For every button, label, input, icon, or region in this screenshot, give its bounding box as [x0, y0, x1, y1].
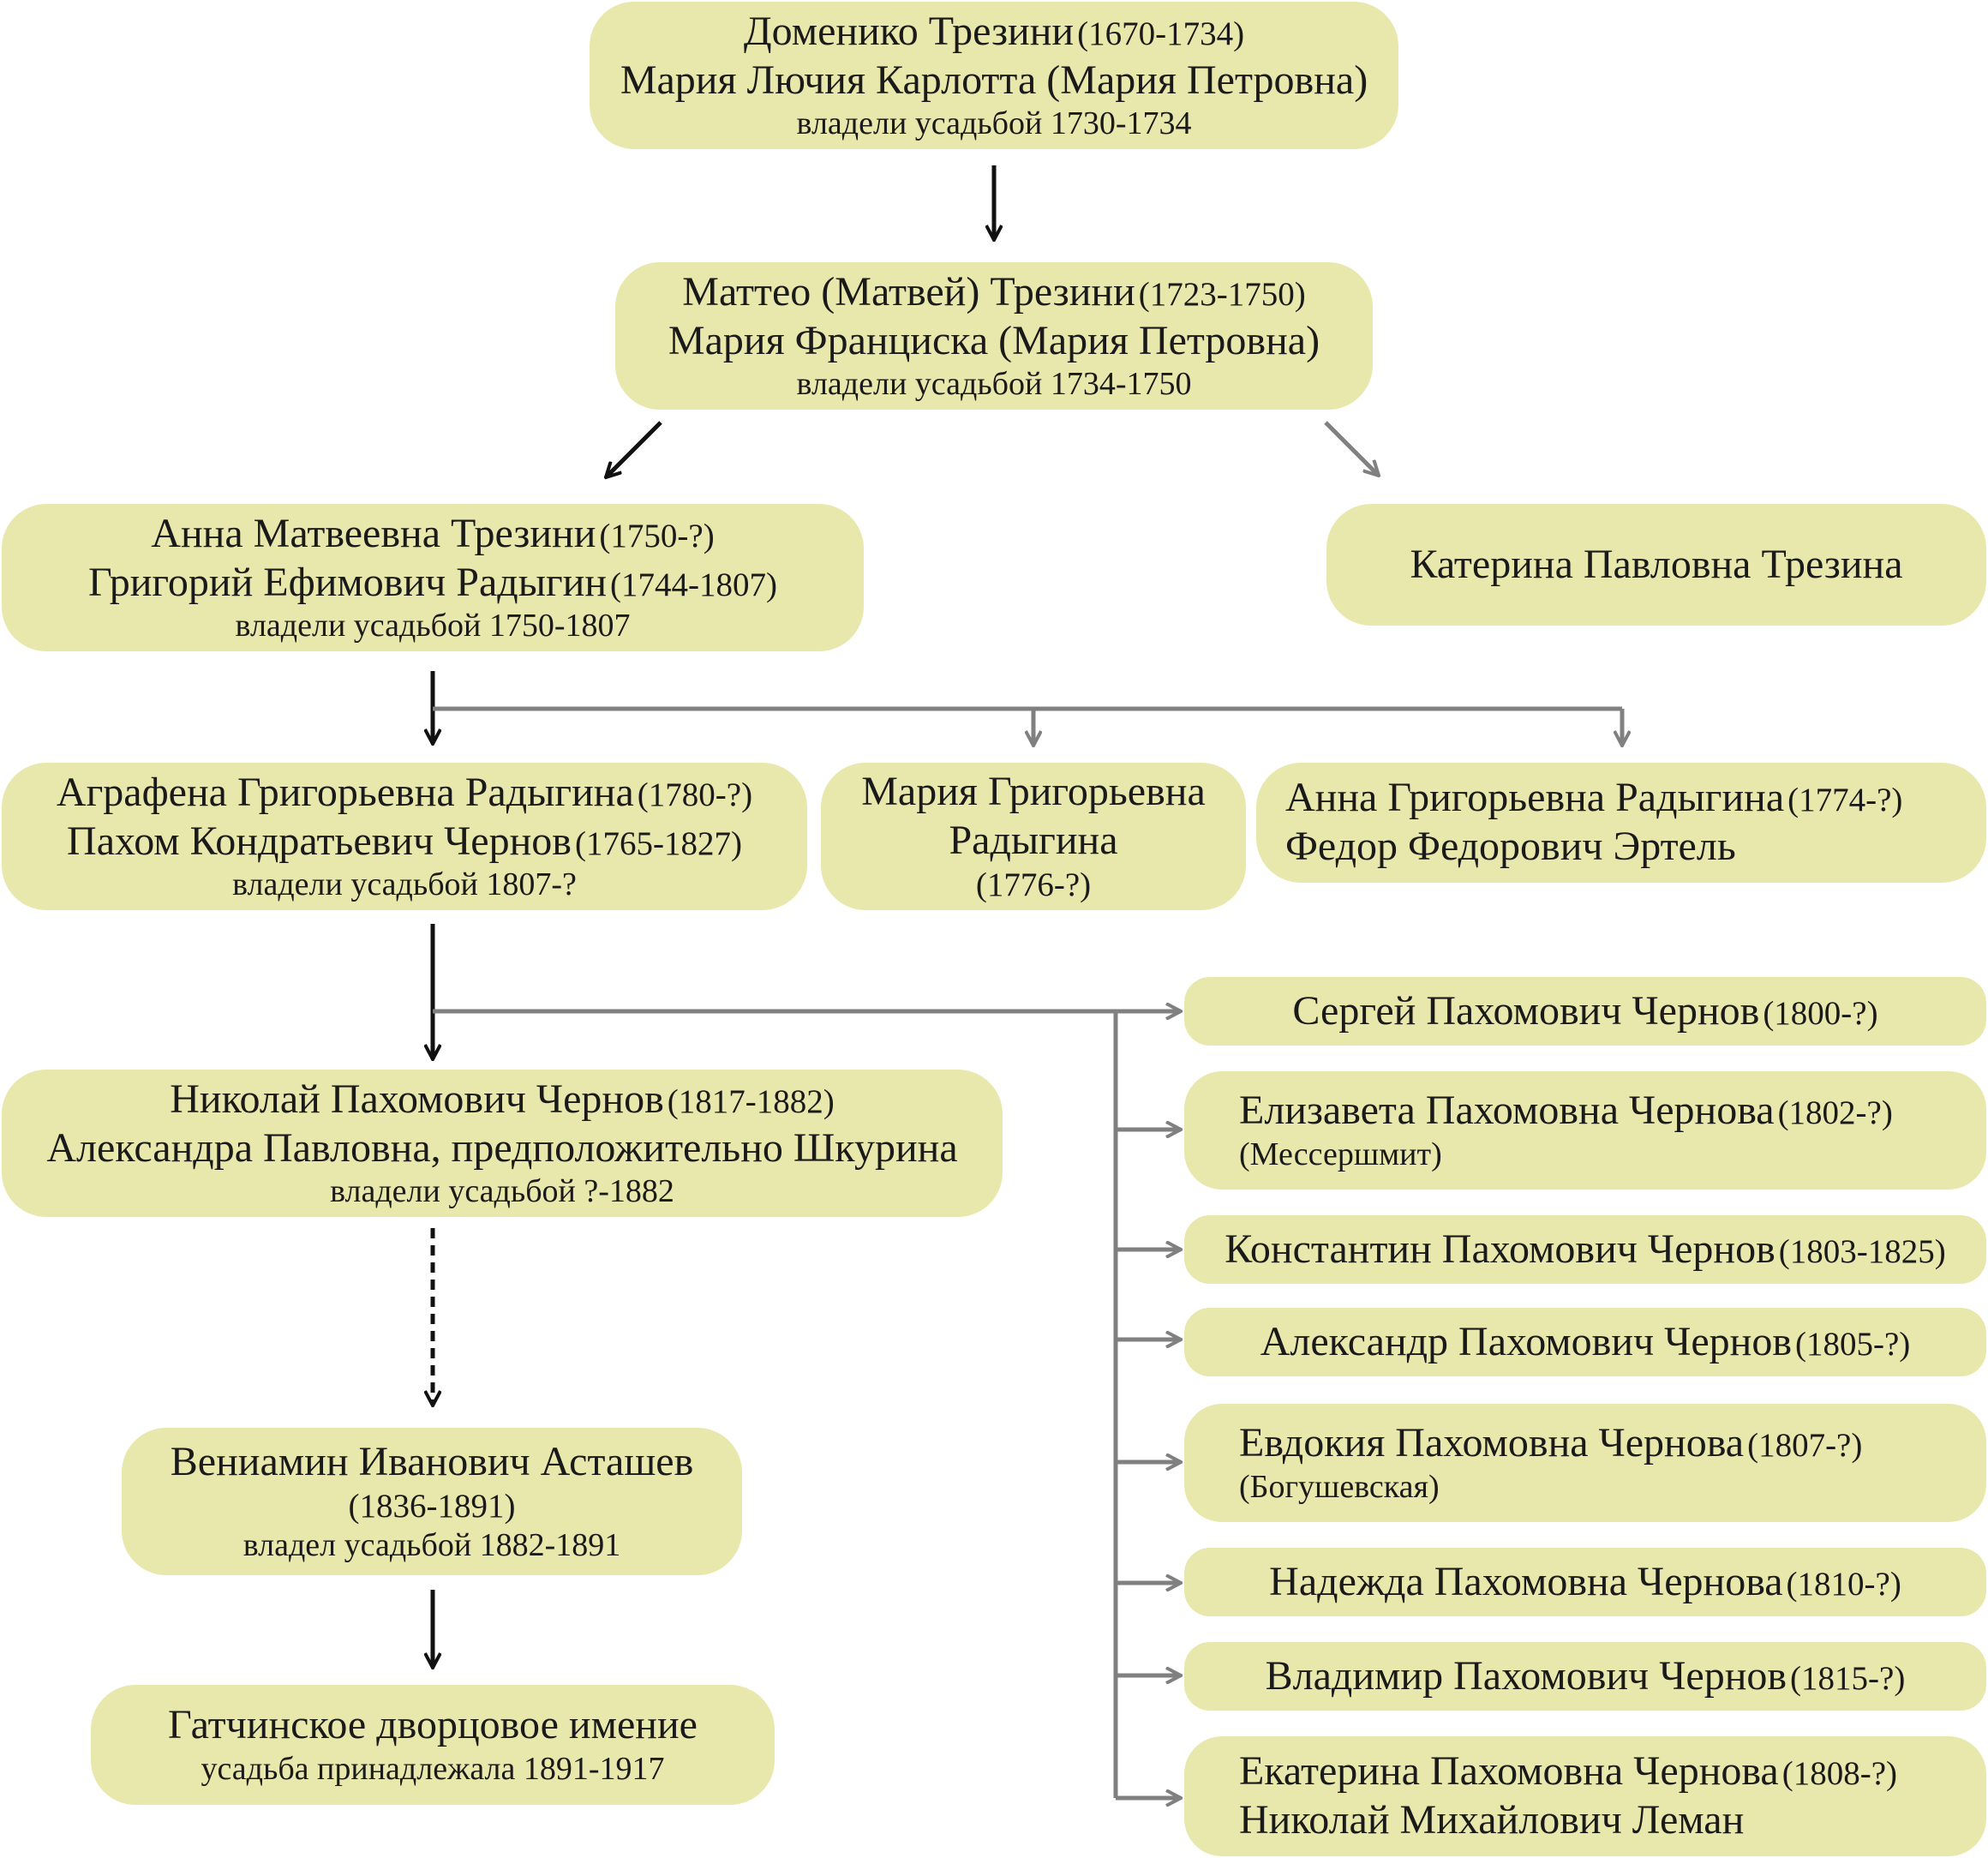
- ownership-note: владели усадьбой ?-1882: [330, 1173, 674, 1210]
- node-ekaterina-chernova: Екатерина Пахомовна Чернова (1808-?) Ник…: [1184, 1736, 1986, 1856]
- node-line: Григорий Ефимович Радыгин (1744-1807): [88, 559, 777, 608]
- spouse-name: Федор Федорович Эртель: [1285, 824, 1736, 869]
- arrow-matteo-to-katerina: [1324, 421, 1379, 476]
- spouse-years: (1765-1827): [574, 824, 742, 862]
- life-years: (1815-?): [1790, 1659, 1906, 1697]
- ownership-note: владели усадьбой 1730-1734: [796, 105, 1192, 142]
- spouse-years: (1744-1807): [610, 566, 777, 603]
- life-years: (1776-?): [975, 866, 1092, 903]
- life-years: (1817-1882): [667, 1082, 835, 1120]
- node-nikolai-chernov: Николай Пахомович Чернов (1817-1882) Але…: [2, 1070, 1003, 1217]
- node-line: Маттео (Матвей) Трезини (1723-1750): [682, 268, 1305, 317]
- person-name: Анна Матвеевна Трезини: [151, 510, 596, 556]
- node-line: Константин Пахомович Чернов (1803-1825): [1225, 1226, 1945, 1274]
- node-katerina-trezina: Катерина Павловна Трезина: [1326, 504, 1986, 626]
- person-name: Николай Пахомович Чернов: [170, 1076, 664, 1122]
- ownership-note: владели усадьбой 1807-?: [232, 866, 577, 903]
- ownership-note: владели усадьбой 1750-1807: [235, 608, 631, 644]
- life-years: (1780-?): [637, 776, 753, 813]
- node-aleksandr-chernov: Александр Пахомович Чернов (1805-?): [1184, 1308, 1986, 1376]
- person-name: Елизавета Пахомовна Чернова: [1239, 1088, 1775, 1134]
- life-years: (1670-1734): [1077, 15, 1245, 52]
- ownership-note: владел усадьбой 1882-1891: [243, 1526, 621, 1563]
- node-nadezhda-chernova: Надежда Пахомовна Чернова (1810-?): [1184, 1548, 1986, 1616]
- married-name: (Богушевская): [1239, 1468, 1440, 1505]
- node-matteo-trezini: Маттео (Матвей) Трезини (1723-1750) Мари…: [615, 262, 1373, 410]
- node-evdokia-chernova: Евдокия Пахомовна Чернова (1807-?) (Богу…: [1184, 1404, 1986, 1522]
- spouse-name: Григорий Ефимович Радыгин: [88, 559, 608, 605]
- node-line: Анна Матвеевна Трезини (1750-?): [151, 510, 714, 559]
- node-konstantin-chernov: Константин Пахомович Чернов (1803-1825): [1184, 1215, 1986, 1284]
- life-years: (1803-1825): [1778, 1232, 1946, 1270]
- spouse-name: Мария Франциска (Мария Петровна): [668, 317, 1320, 363]
- person-name: Мария Григорьевна: [861, 769, 1206, 815]
- married-name: (Мессершмит): [1239, 1136, 1442, 1172]
- person-name: Вениамин Иванович Асташев: [170, 1439, 694, 1485]
- node-veniamin-astashev: Вениамин Иванович Асташев (1836-1891) вл…: [122, 1428, 742, 1575]
- node-line: Аграфена Григорьевна Радыгина (1780-?): [57, 769, 752, 818]
- estate-name: Гатчинское дворцовое имение: [168, 1702, 698, 1748]
- node-line: Елизавета Пахомовна Чернова (1802-?): [1239, 1087, 1893, 1136]
- family-arrows: [433, 421, 1622, 1798]
- life-years: (1774-?): [1787, 782, 1903, 819]
- life-years: (1800-?): [1763, 994, 1878, 1032]
- person-name: Анна Григорьевна Радыгина: [1285, 775, 1785, 821]
- person-name: Евдокия Пахомовна Чернова: [1239, 1420, 1745, 1466]
- node-gatchina-estate: Гатчинское дворцовое имение усадьба прин…: [91, 1685, 775, 1805]
- node-line: Владимир Пахомович Чернов (1815-?): [1266, 1652, 1906, 1701]
- arrow-matteo-to-anna: [606, 421, 662, 477]
- ownership-note: усадьба принадлежала 1891-1917: [201, 1750, 665, 1787]
- life-years: (1808-?): [1781, 1755, 1897, 1793]
- node-anna-radygina: Анна Григорьевна Радыгина (1774-?) Федор…: [1256, 763, 1986, 883]
- node-line: Евдокия Пахомовна Чернова (1807-?): [1239, 1419, 1862, 1468]
- node-line: Екатерина Пахомовна Чернова (1808-?): [1239, 1747, 1897, 1796]
- node-line: Александр Пахомович Чернов (1805-?): [1260, 1318, 1911, 1367]
- person-name: Аграфена Григорьевна Радыгина: [56, 769, 634, 815]
- node-vladimir-chernov: Владимир Пахомович Чернов (1815-?): [1184, 1642, 1986, 1711]
- life-years: (1810-?): [1786, 1565, 1901, 1603]
- ownership-note: владели усадьбой 1734-1750: [796, 366, 1192, 403]
- person-name: Доменико Трезини: [743, 8, 1075, 54]
- person-surname: Радыгина: [949, 817, 1118, 863]
- node-maria-radygina: Мария Григорьевна Радыгина (1776-?): [821, 763, 1246, 910]
- node-sergei-chernov: Сергей Пахомович Чернов (1800-?): [1184, 977, 1986, 1046]
- person-name: Владимир Пахомович Чернов: [1265, 1652, 1787, 1699]
- person-name: Константин Пахомович Чернов: [1225, 1226, 1775, 1272]
- spouse-name: Пахом Кондратьевич Чернов: [67, 818, 572, 864]
- life-years: (1802-?): [1777, 1094, 1893, 1132]
- node-line: Николай Пахомович Чернов (1817-1882): [170, 1076, 834, 1124]
- life-years: (1836-1891): [348, 1487, 516, 1525]
- node-line: Доменико Трезини (1670-1734): [744, 8, 1244, 57]
- node-line: Надежда Пахомовна Чернова (1810-?): [1269, 1558, 1901, 1607]
- node-anna-trezini: Анна Матвеевна Трезини (1750-?) Григорий…: [2, 504, 864, 651]
- life-years: (1723-1750): [1138, 275, 1306, 313]
- person-name: Екатерина Пахомовна Чернова: [1239, 1748, 1779, 1795]
- person-name: Маттео (Матвей) Трезини: [682, 268, 1135, 315]
- life-years: (1750-?): [599, 517, 715, 554]
- node-line: Анна Григорьевна Радыгина (1774-?): [1285, 774, 1902, 823]
- spouse-name: Николай Михайлович Леман: [1239, 1797, 1745, 1843]
- life-years: (1807-?): [1747, 1427, 1863, 1465]
- node-line: Пахом Кондратьевич Чернов (1765-1827): [67, 818, 742, 866]
- person-name: Сергей Пахомович Чернов: [1292, 987, 1760, 1034]
- node-agrafena-radygina: Аграфена Григорьевна Радыгина (1780-?) П…: [2, 763, 807, 910]
- person-name: Катерина Павловна Трезина: [1410, 541, 1903, 587]
- node-line: Сергей Пахомович Чернов (1800-?): [1292, 987, 1877, 1036]
- person-name: Надежда Пахомовна Чернова: [1269, 1558, 1783, 1604]
- spouse-name: Александра Павловна, предположительно Шк…: [46, 1124, 958, 1171]
- person-name: Александр Пахомович Чернов: [1260, 1318, 1792, 1364]
- node-domeniko-trezini: Доменико Трезини (1670-1734) Мария Лючия…: [590, 2, 1398, 149]
- node-elizaveta-chernova: Елизавета Пахомовна Чернова (1802-?) (Ме…: [1184, 1071, 1986, 1190]
- spouse-name: Мария Лючия Карлотта (Мария Петровна): [620, 57, 1368, 103]
- life-years: (1805-?): [1795, 1325, 1911, 1363]
